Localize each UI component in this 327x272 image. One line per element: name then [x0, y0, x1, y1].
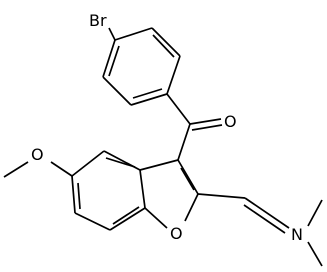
phenyl-carbonyl-bond [166, 93, 191, 125]
carbon-bromine-bond [108, 27, 116, 41]
amine-nitrogen-label: N [291, 225, 303, 244]
benzofuran-benzene-ring [71, 150, 146, 231]
methoxy-oxygen-label: O [31, 145, 44, 164]
carbonyl-oxygen-label: O [224, 112, 237, 131]
carbonyl-benzofuran-bond [177, 123, 191, 161]
n-methyl-bonds [307, 199, 323, 267]
furan-ring [139, 159, 199, 229]
bromine-label: Br [89, 11, 107, 30]
vinyl-chain [197, 193, 290, 234]
furan-oxygen-label: O [170, 224, 183, 243]
methoxy-group [3, 161, 73, 178]
bromophenyl-ring [102, 27, 181, 106]
carbonyl-double-bond [189, 118, 223, 131]
